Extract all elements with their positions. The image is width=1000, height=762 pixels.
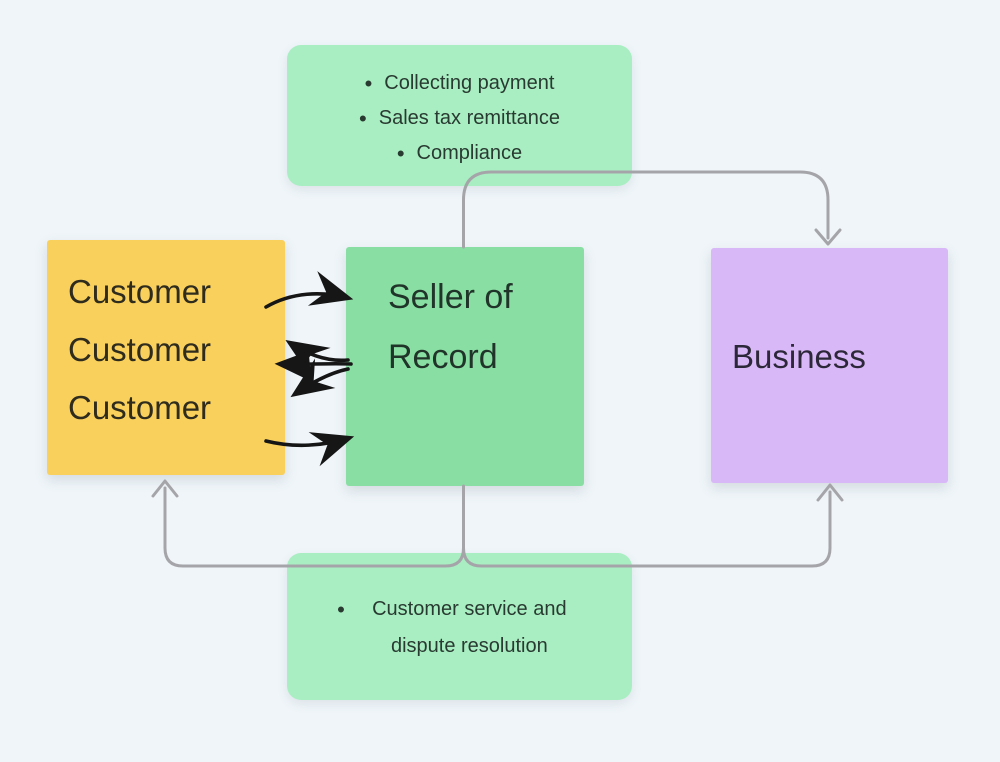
arrowhead-up-into-business (816, 483, 844, 502)
bullet-icon: • (359, 106, 367, 131)
business-label: Business (732, 338, 866, 375)
customer-box: Customer Customer Customer (47, 240, 285, 475)
bullet-icon: • (337, 597, 345, 622)
customer-label-2: Customer (68, 331, 212, 368)
seller-responsibilities-note: • Collecting payment • Sales tax remitta… (287, 45, 632, 186)
seller-label-line-1: Seller of (388, 278, 513, 316)
annotation-text: Customer service and dispute resolution (372, 598, 567, 657)
seller-label-line-2: Record (388, 338, 498, 376)
arrow-seller-to-customer-fan-upper (285, 340, 350, 378)
bullet-icon: • (364, 71, 373, 96)
customer-service-note: • Customer service and dispute resolutio… (287, 553, 632, 700)
annotation-item: • Customer service and dispute resolutio… (287, 591, 632, 665)
arrowhead-up-into-customer (151, 479, 179, 498)
annotation-text: Collecting payment (384, 72, 555, 94)
annotation-item: • Compliance (287, 136, 632, 171)
bullet-icon: • (396, 141, 405, 166)
business-box: Business (711, 248, 948, 483)
arrow-seller-to-customer-fan-middle (274, 347, 353, 384)
customer-label-3: Customer (68, 389, 212, 426)
seller-of-record-box: Seller of Record (346, 247, 584, 486)
annotation-text: Sales tax remittance (378, 107, 560, 129)
annotation-item: • Sales tax remittance (287, 101, 632, 136)
customer-label-1: Customer (68, 273, 212, 310)
arrowhead-down-into-business (814, 228, 842, 246)
arrow-seller-to-customer-fan-lower (290, 358, 350, 398)
annotation-text: Compliance (416, 142, 523, 164)
annotation-item: • Collecting payment (287, 66, 632, 101)
